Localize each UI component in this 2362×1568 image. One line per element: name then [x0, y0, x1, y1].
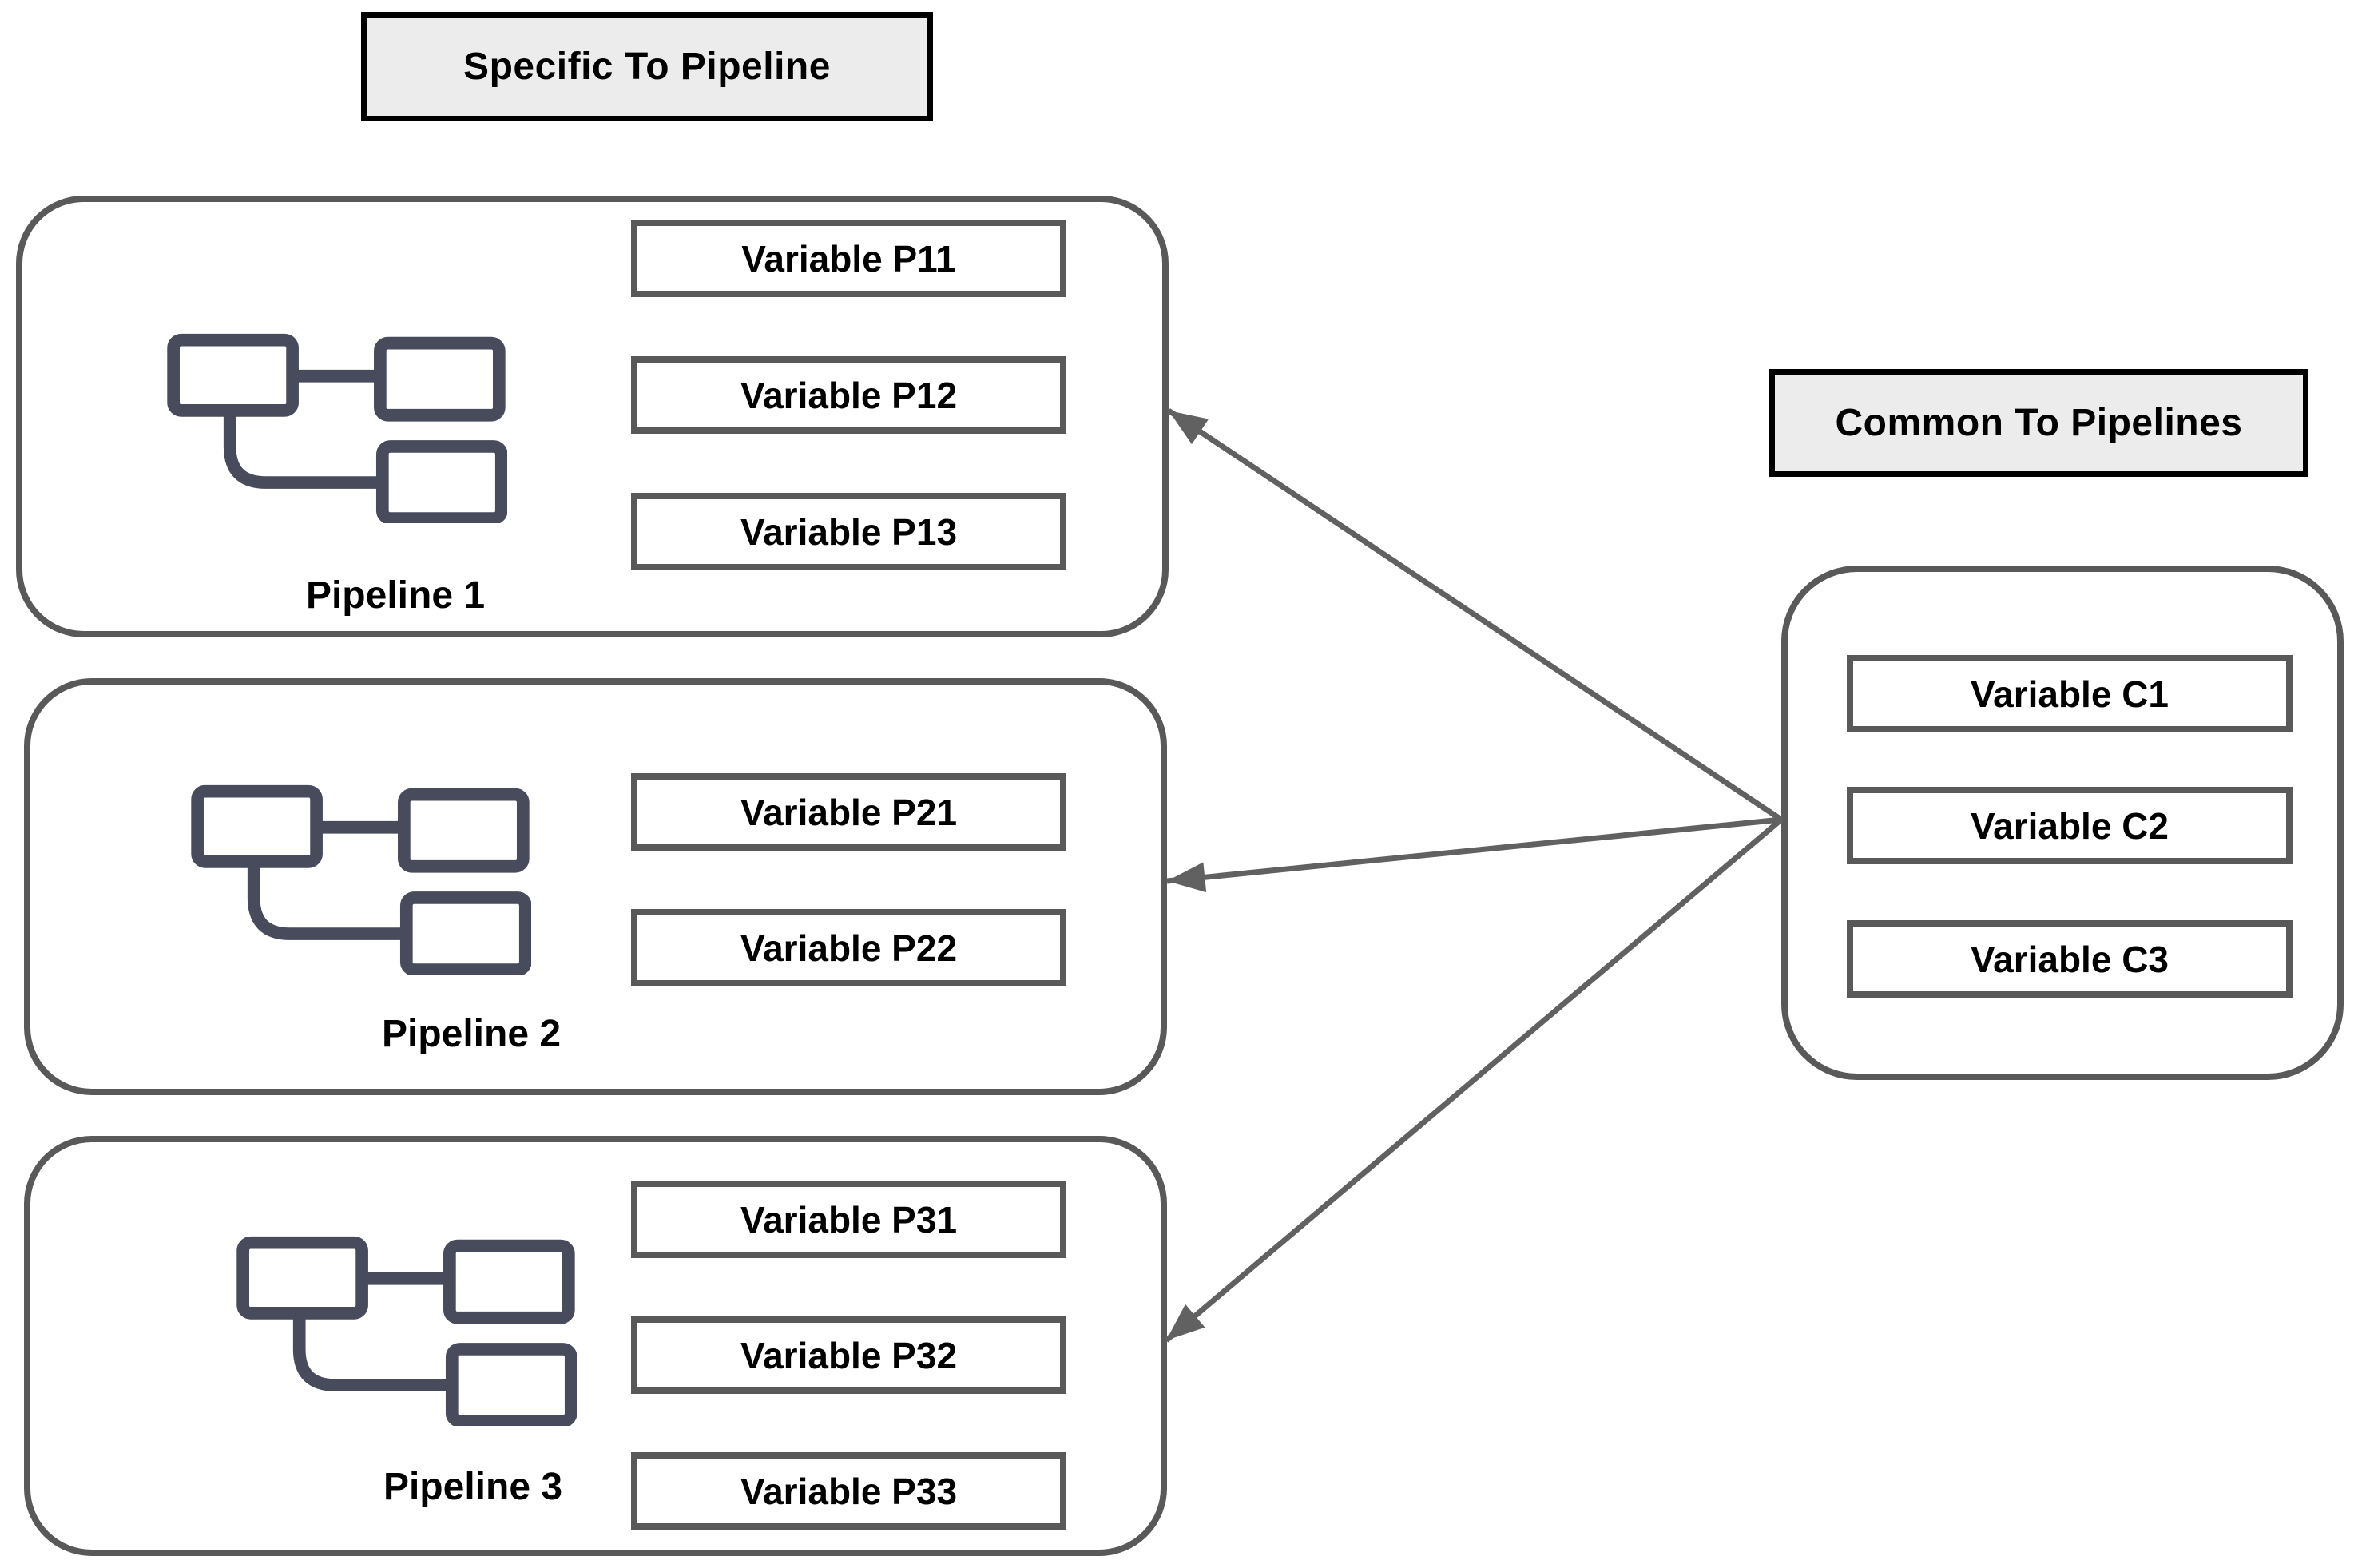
pipeline-1-group: Pipeline 1 Variable P11 Variable P12 Var…	[16, 196, 1169, 637]
variable-box-c1[interactable]: Variable C1	[1847, 655, 2293, 732]
variable-box-p13[interactable]: Variable P13	[631, 493, 1066, 570]
arrow-common-to-pipeline-3[interactable]	[1164, 817, 1784, 1343]
pipeline-flowchart-icon	[167, 333, 507, 523]
variable-box-p21[interactable]: Variable P21	[631, 773, 1066, 851]
arrow-common-to-pipeline-2[interactable]	[1166, 816, 1782, 893]
pipeline-3-group: Pipeline 3 Variable P31 Variable P32 Var…	[24, 1136, 1167, 1556]
pipeline-flowchart-icon	[236, 1236, 577, 1426]
variable-box-p32[interactable]: Variable P32	[631, 1316, 1066, 1394]
variable-box-c3[interactable]: Variable C3	[1847, 920, 2293, 998]
common-variables-group: Variable C1 Variable C2 Variable C3	[1781, 566, 2344, 1080]
variable-box-p22[interactable]: Variable P22	[631, 909, 1066, 986]
pipeline-1-label: Pipeline 1	[305, 574, 486, 617]
pipeline-2-label: Pipeline 2	[381, 1013, 562, 1055]
pipeline-flowchart-icon	[191, 784, 531, 975]
pipeline-2-box[interactable]	[24, 678, 1167, 1095]
variable-box-p31[interactable]: Variable P31	[631, 1181, 1066, 1258]
variable-box-p11[interactable]: Variable P11	[631, 220, 1066, 297]
variable-box-p33[interactable]: Variable P33	[631, 1452, 1066, 1530]
pipeline-3-label: Pipeline 3	[383, 1466, 563, 1508]
pipeline-2-group: Pipeline 2 Variable P21 Variable P22	[24, 678, 1167, 1095]
arrow-common-to-pipeline-1[interactable]	[1167, 408, 1783, 822]
header-specific-to-pipeline[interactable]: Specific To Pipeline	[361, 12, 933, 121]
variable-box-p12[interactable]: Variable P12	[631, 356, 1066, 434]
header-common-to-pipelines[interactable]: Common To Pipelines	[1769, 369, 2308, 477]
variable-box-c2[interactable]: Variable C2	[1847, 787, 2293, 864]
